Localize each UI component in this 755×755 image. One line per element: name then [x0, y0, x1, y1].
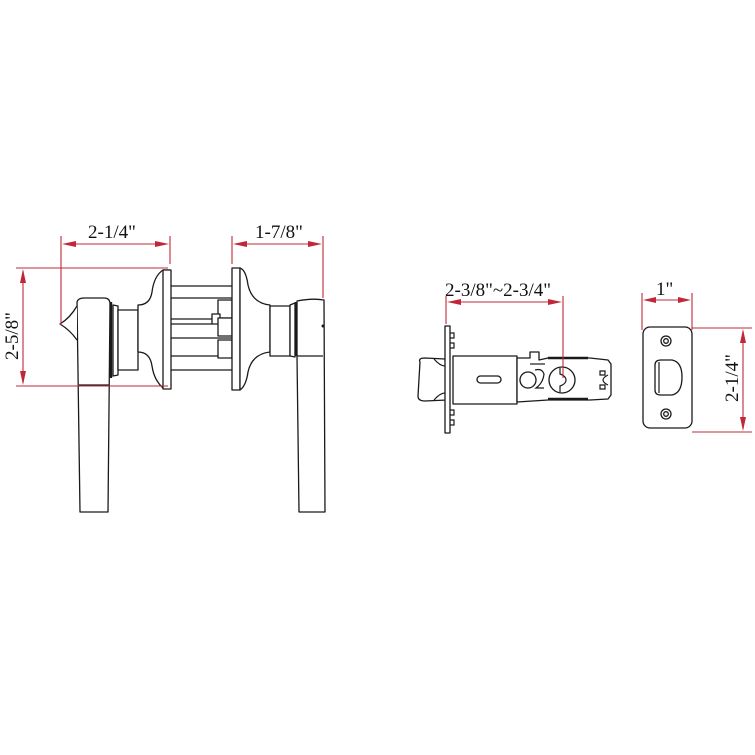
- dimension-label-backset: 2-3/8"~2-3/4": [445, 280, 551, 301]
- dimension-right-projection: 1-7/8": [231, 222, 324, 298]
- dimension-strike-height: 2-1/4": [692, 327, 752, 433]
- lever-set: 2-1/4" 1-7/8" 2-5/8": [2, 222, 326, 513]
- dimension-label-2-5-8: 2-5/8": [2, 312, 23, 360]
- latch: 2-3/8"~2-3/4": [417, 280, 612, 434]
- dimension-label-2-1-4: 2-1/4": [88, 222, 136, 243]
- dimension-backset: 2-3/8"~2-3/4": [445, 280, 564, 378]
- dimension-label-1-inch: 1": [656, 279, 673, 300]
- right-lever: [231, 267, 326, 513]
- strike-plate: 1" 2-1/4": [641, 279, 752, 433]
- dimension-strike-width: 1": [641, 279, 693, 330]
- dimension-label-1-7-8: 1-7/8": [255, 222, 303, 243]
- left-lever: [59, 269, 172, 513]
- dimension-rose-height: 2-5/8": [2, 267, 168, 387]
- dimension-left-projection: 2-1/4": [60, 222, 171, 325]
- spindle-chassis: [171, 285, 233, 371]
- dimension-label-2-1-4-strike: 2-1/4": [722, 354, 743, 402]
